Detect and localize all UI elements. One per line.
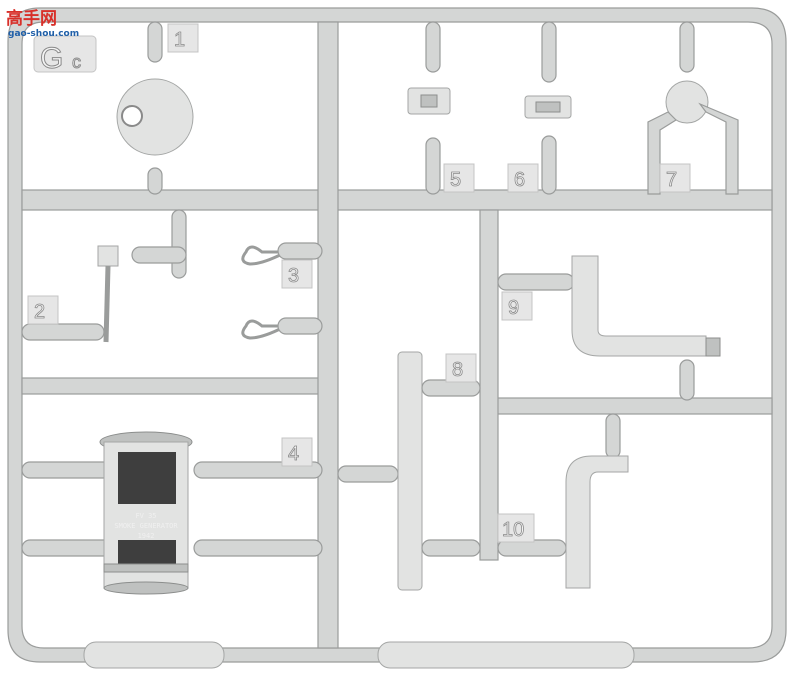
gate [497,273,575,291]
part-number-1: 1 [174,29,185,51]
gate [425,137,441,195]
gate [277,242,323,260]
runner [21,377,323,395]
part-number-9: 9 [508,297,519,319]
gate [679,21,695,73]
part-5-inner [420,94,438,108]
part-1-disc [116,78,194,156]
part-number-2: 2 [34,301,45,323]
part-1-hole [121,105,143,127]
part-10-pipe [565,455,629,589]
part-number-tag [281,259,313,289]
part-number-tag [281,437,313,467]
part-4-drum: FV 35 SMOKE GENERATOR 1942 [99,431,193,595]
gate [131,246,187,264]
part-number-6: 6 [514,169,525,191]
gate [147,167,163,195]
gate [193,539,323,557]
part-3-clip [241,245,283,266]
part-number-tag [443,163,475,193]
part-number-7: 7 [666,169,677,191]
frame-bump [83,641,225,669]
sprue-code-letter: G [40,42,63,75]
part-number-tag [501,291,533,321]
gate [21,461,113,479]
part-8-tube [397,351,423,591]
frame-bump [377,641,635,669]
watermark-url: gao-shou.com [8,29,79,39]
gate [21,539,113,557]
part-9-pipe [571,255,707,357]
gate [421,539,481,557]
gate [605,413,621,459]
gate [277,317,323,335]
outer-frame [7,7,787,663]
part-number-4: 4 [288,443,299,465]
part-number-tag [507,163,539,193]
gate [21,323,105,341]
part-number-5: 5 [450,169,461,191]
gate [425,21,441,73]
runner [479,209,499,561]
gate [171,209,187,279]
part-2-rod [103,265,111,343]
part-number-8: 8 [452,359,463,381]
drum-marking: 1942 [138,532,155,540]
gate [541,135,557,195]
part-7-dome [665,80,709,124]
part-number-tag [497,513,535,543]
runner [489,397,773,415]
part-3-clip [241,319,283,340]
part-number-tag [445,353,477,383]
part-number-3: 3 [288,265,299,287]
part-7-legs [698,102,739,195]
gate [147,21,163,63]
gate [679,359,695,401]
drum-marking: FV 35 [135,512,156,520]
watermark-brand: 高手网 [6,8,57,29]
part-number-tag [27,295,59,325]
gate [541,21,557,83]
part-2-plate [97,245,119,267]
part-6-inner [535,101,561,113]
runner [317,21,339,649]
part-7-legs [647,111,677,195]
runner [21,189,773,211]
part-9-end [705,337,721,357]
part-number-tag [167,23,199,53]
part-number-tag [659,163,691,193]
gate [337,465,399,483]
sprue-code-suffix: c [72,52,81,72]
part-number-10: 10 [502,519,524,541]
drum-marking: SMOKE GENERATOR [114,522,178,530]
sprue-code-tag [33,35,97,73]
